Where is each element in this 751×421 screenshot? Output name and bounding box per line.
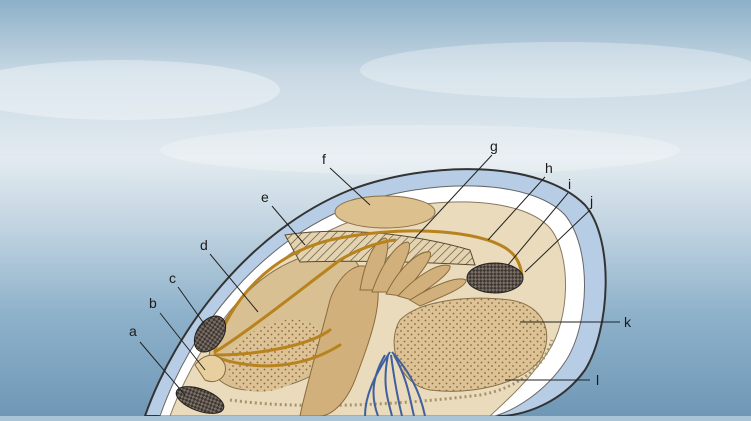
label-e: e [261,189,269,205]
label-j: j [589,193,593,209]
label-a: a [129,323,137,339]
cloud [160,125,680,175]
label-h: h [545,160,553,176]
label-l: l [596,372,599,388]
label-f: f [322,151,326,167]
label-d: d [200,237,208,253]
label-k: k [624,314,632,330]
cloud [360,42,751,98]
posterior-adductor-muscle [467,263,523,293]
heart [335,196,435,228]
label-b: b [149,295,157,311]
label-c: c [169,270,176,286]
label-g: g [490,138,498,154]
label-i: i [568,176,571,192]
